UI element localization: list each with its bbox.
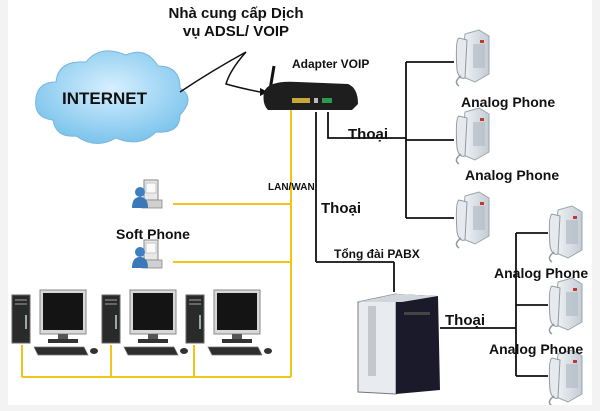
desktop-computer-icon xyxy=(101,289,189,356)
internet-cloud-icon xyxy=(35,50,189,144)
phone-lines xyxy=(315,61,548,377)
soft-phone-label: Soft Phone xyxy=(116,226,190,242)
analog-phone-label: Analog Phone xyxy=(494,265,589,281)
analog-phone-label: Analog Phone xyxy=(489,341,584,357)
desktop-computer-icon xyxy=(185,289,273,356)
analog-phone-icon xyxy=(548,277,583,335)
lan-wan-label: LAN/WAN xyxy=(268,182,315,193)
adapter-voip-icon xyxy=(263,65,358,110)
soft-phone-user-icon xyxy=(131,179,163,209)
provider-label-line1: Nhà cung cấp Dịch xyxy=(168,5,304,22)
pabx-server-icon xyxy=(357,293,440,395)
analog-phone-icon xyxy=(455,29,490,87)
voice-label-pabx-link: Thoại xyxy=(321,200,361,217)
analog-phone-icon xyxy=(548,205,583,263)
voice-label-adapter: Thoại xyxy=(348,126,388,143)
provider-label-line2: vụ ADSL/ VOIP xyxy=(182,23,290,40)
analog-phone-label: Analog Phone xyxy=(461,94,556,110)
lan-lines xyxy=(21,110,292,378)
desktop-computer-icon xyxy=(11,289,99,356)
network-diagram: Nhà cung cấp Dịch vụ ADSL/ VOIP INTERNET… xyxy=(8,0,592,405)
internet-label: INTERNET xyxy=(62,89,147,108)
provider-label: Nhà cung cấp Dịch vụ ADSL/ VOIP xyxy=(166,5,306,41)
soft-phone-user-icon xyxy=(131,239,163,269)
pabx-label: Tổng đài PABX xyxy=(334,247,420,261)
adapter-voip-label: Adapter VOIP xyxy=(292,57,370,71)
connection-arrow xyxy=(179,51,261,93)
analog-phone-icon xyxy=(455,107,490,165)
voice-label-pabx: Thoại xyxy=(445,312,485,329)
analog-phone-icon xyxy=(548,349,583,405)
analog-phone-icon xyxy=(455,191,490,249)
analog-phone-label: Analog Phone xyxy=(465,167,560,183)
diagram-lines xyxy=(11,29,583,405)
